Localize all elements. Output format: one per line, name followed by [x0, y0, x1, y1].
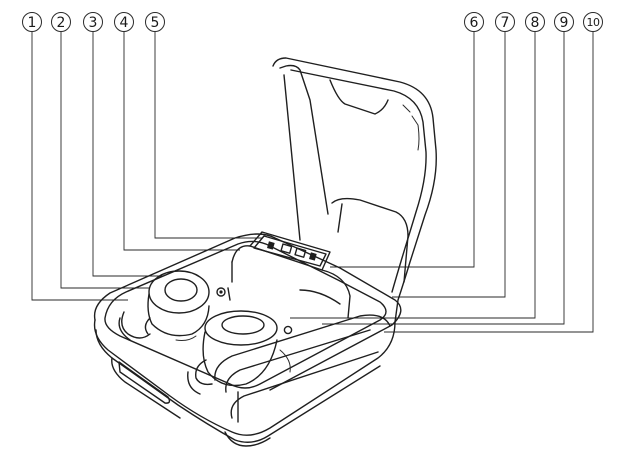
leader-10: [384, 32, 594, 333]
right-earbud-contact: [283, 325, 293, 335]
left-earbud-cavity: [118, 311, 197, 341]
callout-7: 7: [495, 12, 515, 32]
svg-text:7: 7: [501, 15, 510, 31]
callout-9: 9: [554, 12, 574, 32]
case-lid: [272, 57, 437, 323]
callout-3: 3: [83, 12, 103, 32]
svg-text:9: 9: [560, 15, 569, 31]
leader-3: [92, 32, 162, 277]
callout-10: 10: [583, 12, 603, 32]
svg-text:2: 2: [57, 15, 66, 31]
center-divider: [216, 245, 351, 319]
right-earbud: [195, 310, 293, 387]
svg-text:8: 8: [531, 15, 540, 31]
leader-9: [322, 32, 565, 325]
callout-6: 6: [464, 12, 484, 32]
callout-4: 4: [114, 12, 134, 32]
svg-text:3: 3: [89, 15, 98, 31]
svg-text:10: 10: [587, 16, 600, 29]
svg-text:6: 6: [470, 15, 479, 31]
callout-1: 1: [22, 12, 42, 32]
leader-7: [392, 32, 506, 298]
svg-text:4: 4: [120, 15, 129, 31]
led-display-panel: [249, 231, 331, 271]
case-body: [93, 233, 402, 447]
leader-6: [330, 32, 475, 268]
left-earbud: [144, 270, 210, 337]
callout-2: 2: [51, 12, 71, 32]
battery-digits-display: [267, 241, 317, 261]
leader-8: [290, 32, 536, 319]
callout-8: 8: [525, 12, 545, 32]
right-earbud-cavity: [187, 349, 291, 395]
leader-4: [123, 32, 240, 251]
svg-text:1: 1: [28, 15, 37, 31]
callout-5: 5: [145, 12, 165, 32]
leader-lines: [31, 32, 594, 333]
leader-1: [31, 32, 128, 301]
leader-5: [154, 32, 262, 239]
svg-text:5: 5: [151, 15, 160, 31]
indicator-light: [216, 287, 226, 297]
